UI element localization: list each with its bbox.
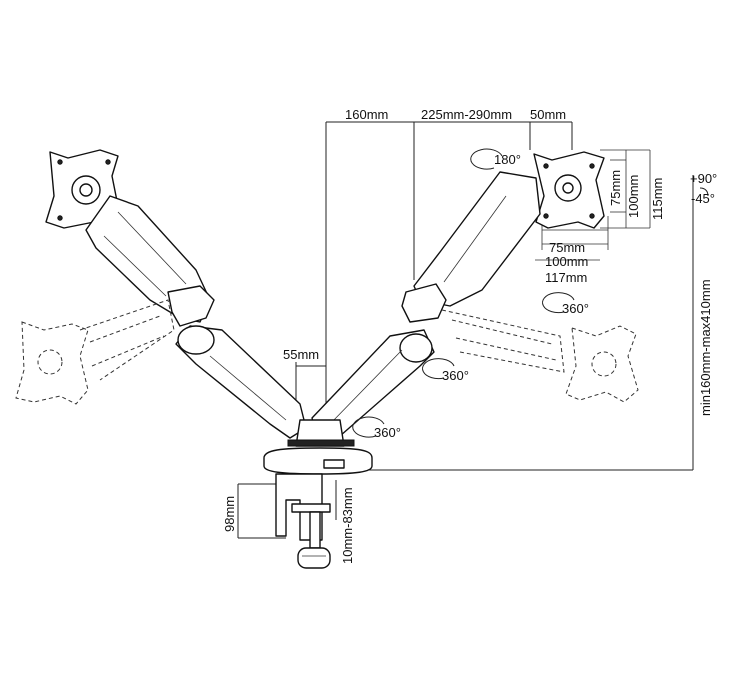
offset-50-label: 50mm — [530, 107, 566, 122]
vesa-100-horizontal-label: 100mm — [545, 254, 588, 269]
right-upper-arm — [401, 171, 541, 323]
left-vesa-plate-ghost — [15, 299, 175, 405]
swivel-360-elbow-label: 360° — [442, 368, 469, 383]
reach-225-290-label: 225mm-290mm — [421, 107, 512, 122]
vesa-75-horizontal-label: 75mm — [549, 240, 585, 255]
swivel-360-head-label: 360° — [562, 301, 589, 316]
desk-thickness-label: 10mm-83mm — [340, 487, 355, 564]
dimension-lines — [237, 121, 694, 539]
right-vesa-plate — [533, 151, 605, 229]
height-range-label: min160mm-max410mm — [698, 279, 713, 416]
rotation-indicators — [352, 148, 709, 438]
reach-160-label: 160mm — [345, 107, 388, 122]
base-98-label: 98mm — [222, 496, 237, 532]
desk-clamp — [275, 473, 331, 569]
vesa-75-vertical-label: 75mm — [608, 170, 623, 206]
left-lower-arm — [175, 325, 307, 439]
right-vesa-plate-ghost — [441, 309, 639, 403]
vesa-115-vertical-label: 115mm — [650, 178, 665, 220]
swivel-360-base-label: 360° — [374, 425, 401, 440]
left-upper-arm — [85, 195, 215, 327]
pole-55-label: 55mm — [283, 347, 319, 362]
vesa-100-vertical-label: 100mm — [626, 175, 641, 218]
tilt-down-label: -45° — [691, 191, 715, 206]
tilt-up-label: +90° — [690, 171, 717, 186]
vesa-117-label: 117mm — [545, 270, 587, 285]
pole-and-base — [263, 419, 373, 475]
rotate-180-label: 180° — [494, 152, 521, 167]
